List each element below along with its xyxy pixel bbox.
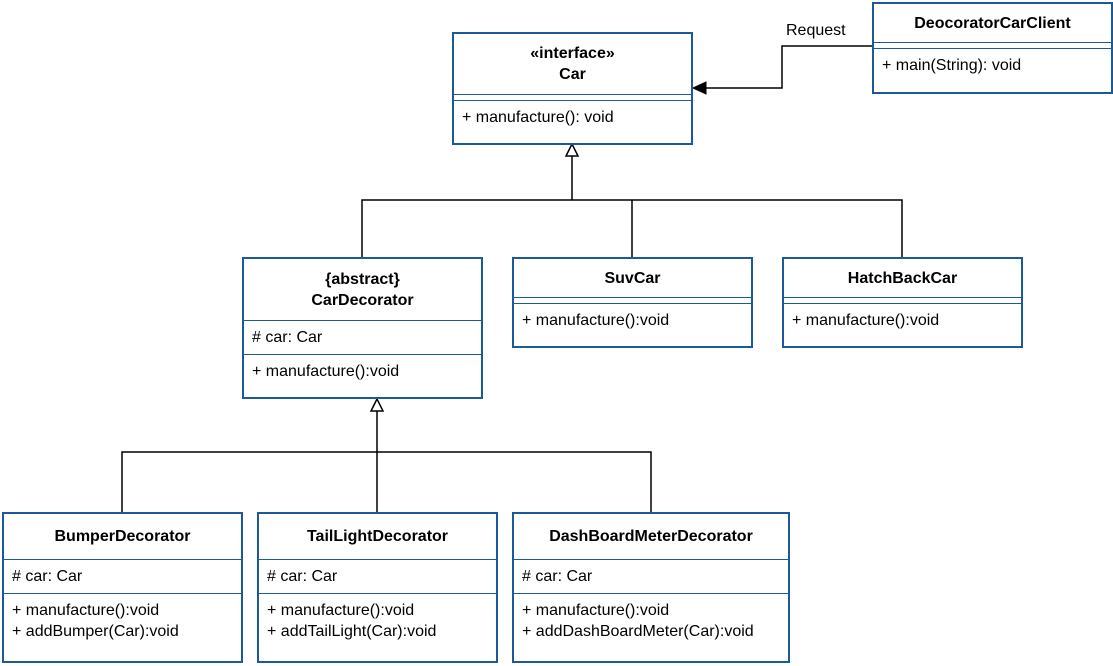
class-dashboard-meter-decorator-methods: + manufacture():void + addDashBoardMeter… (514, 594, 788, 648)
class-dashboard-meter-decorator-attributes: # car: Car (514, 560, 788, 594)
class-client-header: DeocoratorCarClient (874, 4, 1111, 43)
class-client-attributes (874, 43, 1111, 49)
class-car-name: Car (559, 66, 586, 83)
class-car-decorator-methods: + manufacture():void (244, 355, 481, 388)
class-client-name: DeocoratorCarClient (914, 14, 1071, 32)
class-taillight-decorator-attributes: # car: Car (259, 560, 496, 594)
method: + manufacture():void (267, 602, 415, 619)
class-car: «interface» Car + manufacture(): void (452, 32, 693, 145)
car-generalization-arrowhead (564, 142, 580, 157)
method: + manufacture():void (252, 363, 400, 380)
class-car-methods: + manufacture(): void (454, 101, 691, 134)
class-hatchback-car-methods: + manufacture():void (784, 304, 1021, 337)
method: + manufacture():void (522, 312, 670, 329)
class-suv-car-header: SuvCar (514, 259, 751, 298)
class-dashboard-meter-decorator-header: DashBoardMeterDecorator (514, 514, 788, 560)
class-bumper-decorator: BumperDecorator # car: Car + manufacture… (2, 512, 243, 663)
method: + addTailLight(Car):void (267, 623, 437, 640)
class-car-decorator: {abstract} CarDecorator # car: Car + man… (242, 257, 483, 399)
class-bumper-decorator-name: BumperDecorator (54, 528, 191, 545)
attribute: # car: Car (252, 328, 323, 346)
attribute: # car: Car (522, 567, 593, 585)
request-label: Request (786, 22, 846, 39)
attribute: # car: Car (267, 567, 338, 585)
class-car-stereotype: «interface» (530, 45, 615, 62)
method: + manufacture():void (522, 602, 670, 619)
class-suv-car: SuvCar + manufacture():void (512, 257, 753, 348)
class-taillight-decorator: TailLightDecorator # car: Car + manufact… (257, 512, 498, 663)
class-car-decorator-name: CarDecorator (311, 291, 414, 309)
class-dashboard-meter-decorator: DashBoardMeterDecorator # car: Car + man… (512, 512, 790, 663)
request-association-line (706, 45, 872, 89)
class-hatchback-car-name: HatchBackCar (847, 269, 958, 287)
method: + manufacture(): void (462, 109, 614, 126)
class-client: DeocoratorCarClient + main(String): void (872, 2, 1113, 94)
method: + manufacture():void (792, 312, 940, 329)
class-taillight-decorator-header: TailLightDecorator (259, 514, 496, 560)
class-suv-car-methods: + manufacture():void (514, 304, 751, 337)
class-suv-car-name: SuvCar (604, 269, 661, 287)
method: + addBumper(Car):void (12, 623, 179, 640)
class-car-header: «interface» Car (454, 34, 691, 95)
class-taillight-decorator-name: TailLightDecorator (306, 528, 449, 545)
class-bumper-decorator-header: BumperDecorator (4, 514, 241, 560)
class-dashboard-meter-decorator-name: DashBoardMeterDecorator (549, 528, 753, 545)
class-car-attributes (454, 95, 691, 101)
class-bumper-decorator-methods: + manufacture():void + addBumper(Car):vo… (4, 594, 241, 648)
class-client-methods: + main(String): void (874, 49, 1111, 82)
class-hatchback-car: HatchBackCar + manufacture():void (782, 257, 1023, 348)
class-car-decorator-stereotype: {abstract} (325, 270, 400, 288)
class-hatchback-car-attributes (784, 298, 1021, 304)
class-car-decorator-attributes: # car: Car (244, 321, 481, 355)
decorator-generalization-arrowhead (369, 397, 385, 412)
class-suv-car-attributes (514, 298, 751, 304)
method: + main(String): void (882, 57, 1022, 74)
attribute: # car: Car (12, 567, 83, 585)
request-arrowhead (691, 81, 707, 95)
method: + addDashBoardMeter(Car):void (522, 623, 754, 640)
decorator-inheritance-lines (121, 451, 652, 512)
class-taillight-decorator-methods: + manufacture():void + addTailLight(Car)… (259, 594, 496, 648)
method: + manufacture():void (12, 602, 160, 619)
class-car-decorator-header: {abstract} CarDecorator (244, 259, 481, 321)
class-hatchback-car-header: HatchBackCar (784, 259, 1021, 298)
class-bumper-decorator-attributes: # car: Car (4, 560, 241, 594)
